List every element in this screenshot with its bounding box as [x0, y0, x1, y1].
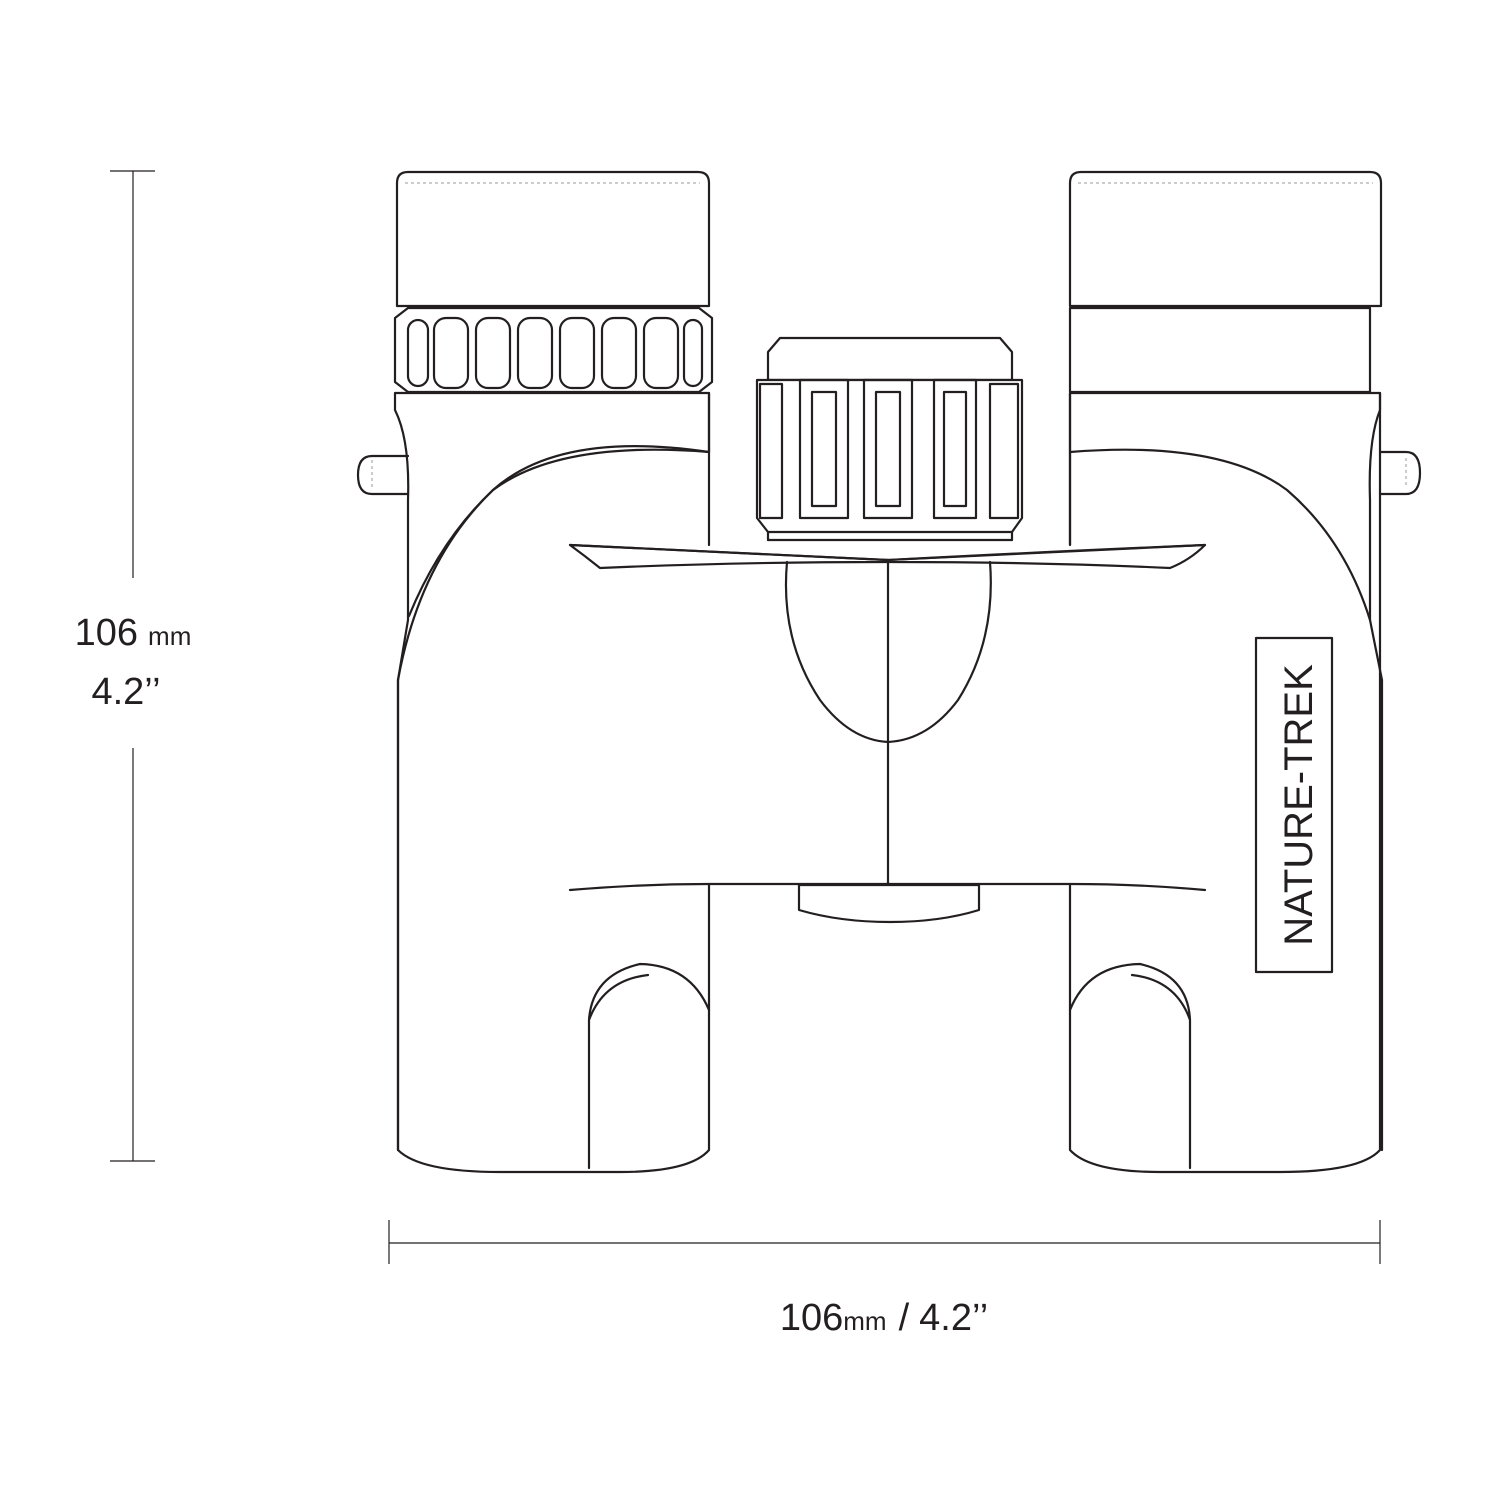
right-eyepiece-band: [1068, 306, 1372, 394]
right-barrel: [1068, 391, 1382, 1174]
left-diopter-ring: [393, 306, 714, 394]
diopter-ring-grips: [406, 316, 704, 390]
left-strap-lug: [356, 454, 410, 496]
height-imperial-label: 4.2’’: [91, 671, 160, 713]
hinge-cap: [797, 883, 981, 924]
brand-plate-frame: [1254, 636, 1334, 974]
left-eyecup: [395, 170, 711, 308]
right-thumb-rest: [1068, 962, 1192, 1170]
left-barrel: [395, 391, 711, 1174]
brand-plate: NATURE-TREK: [1254, 636, 1334, 974]
left-thumb-rest: [587, 962, 711, 1170]
brand-label: NATURE-TREK: [1277, 664, 1321, 946]
width-dimension: 106mm/4.2’’: [388, 1220, 1381, 1339]
binoculars-drawing: NATURE-TREK: [356, 170, 1422, 1174]
right-eyecup: [1068, 170, 1383, 308]
right-strap-lug: [1378, 450, 1422, 496]
focus-knob[interactable]: [755, 336, 1024, 542]
width-label: 106mm/4.2’’: [780, 1297, 988, 1339]
